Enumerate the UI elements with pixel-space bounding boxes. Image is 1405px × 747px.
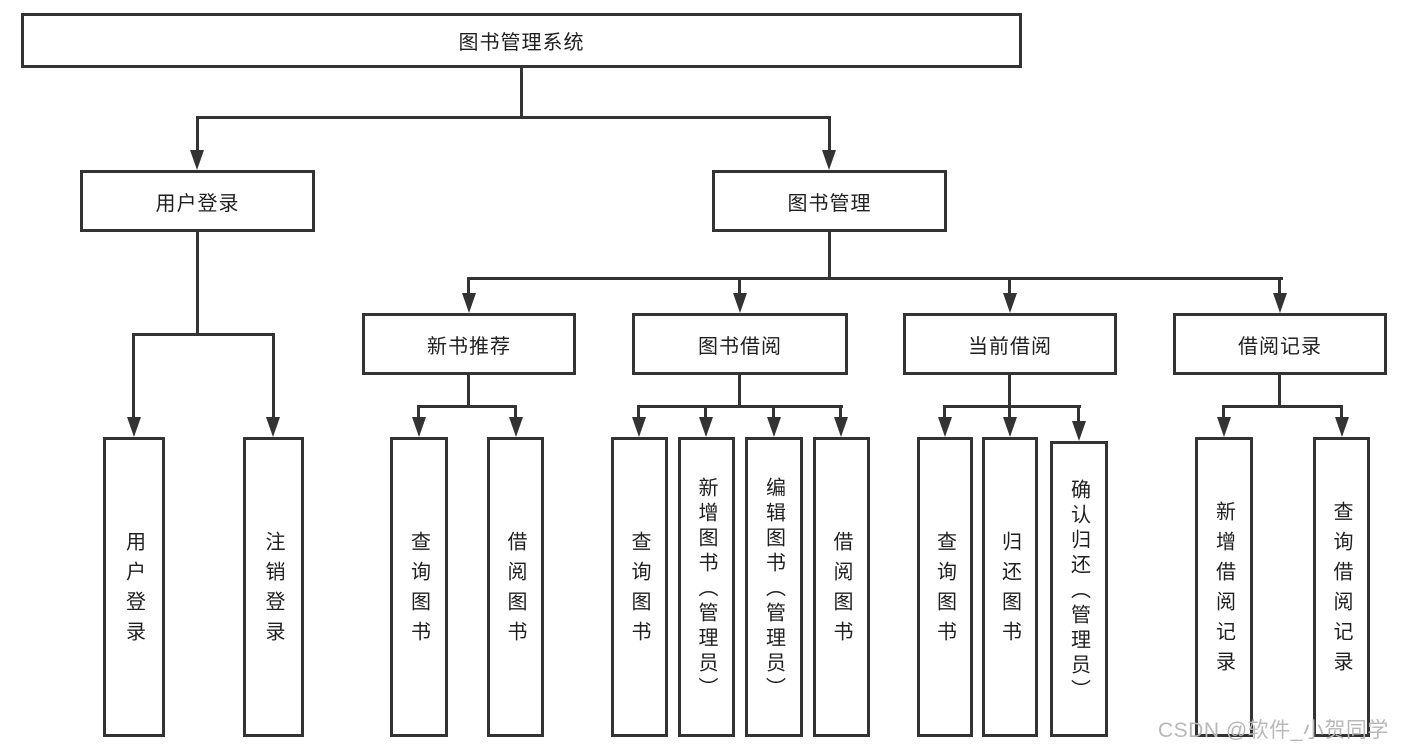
leaf-records-add: 新增借阅记录 <box>1195 437 1253 737</box>
arrowhead <box>127 417 141 437</box>
connector-root-stem <box>520 65 523 118</box>
connector-borrowing-rail <box>638 405 843 408</box>
connector-drop <box>704 405 707 419</box>
leaf-newbooks-query: 查询图书 <box>390 437 448 737</box>
connector-current-rail <box>944 405 1081 408</box>
arrowhead <box>822 150 836 170</box>
leaf-current-return: 归还图书 <box>982 437 1038 737</box>
arrowhead <box>1072 421 1086 441</box>
arrowhead <box>1217 417 1231 437</box>
leaf-borrowing-add-admin: 新增图书（管理员） <box>678 437 735 737</box>
connector-userlogin-rail <box>132 333 275 336</box>
connector-borrowing-stem <box>738 373 741 408</box>
connector-records-stem <box>1278 373 1281 408</box>
leaf-records-query: 查询借阅记录 <box>1313 437 1370 737</box>
leaf-logout: 注销登录 <box>243 437 304 737</box>
leaf-borrowing-edit-admin: 编辑图书（管理员） <box>745 437 803 737</box>
connector-drop <box>1008 405 1011 419</box>
csdn-watermark: CSDN @软件_小贺同学 <box>1158 719 1389 742</box>
connector-drop <box>1222 405 1225 419</box>
node-book-management: 图书管理 <box>712 170 947 232</box>
connector-userlogin-stem <box>196 230 199 336</box>
connector-drop <box>828 116 831 152</box>
arrowhead <box>834 417 848 437</box>
connector-bookmgmt-stem <box>828 230 831 280</box>
leaf-newbooks-borrow: 借阅图书 <box>487 437 544 737</box>
connector-drop <box>1077 405 1080 421</box>
connector-records-rail <box>1223 405 1343 408</box>
leaf-user-login: 用户登录 <box>103 437 165 737</box>
connector-bookmgmt-rail <box>468 277 1283 280</box>
connector-drop <box>132 333 135 418</box>
node-root: 图书管理系统 <box>21 13 1022 68</box>
arrowhead <box>412 417 426 437</box>
arrowhead <box>462 293 476 313</box>
arrowhead <box>266 417 280 437</box>
connector-drop <box>417 405 420 419</box>
connector-drop <box>467 277 470 295</box>
arrowhead <box>509 417 523 437</box>
leaf-borrowing-query: 查询图书 <box>611 437 668 737</box>
node-book-borrowing: 图书借阅 <box>632 313 848 375</box>
connector-current-stem <box>1008 373 1011 408</box>
connector-drop <box>637 405 640 419</box>
arrowhead <box>1003 417 1017 437</box>
connector-drop <box>1278 277 1281 295</box>
connector-drop <box>514 405 517 419</box>
leaf-borrowing-borrow: 借阅图书 <box>813 437 870 737</box>
arrowhead <box>1335 417 1349 437</box>
connector-root-rail <box>196 116 831 119</box>
leaf-current-confirm-return-admin: 确认归还（管理员） <box>1050 441 1108 737</box>
connector-drop <box>1008 277 1011 295</box>
connector-drop <box>839 405 842 419</box>
arrowhead <box>767 417 781 437</box>
connector-newbooks-stem <box>467 373 470 408</box>
arrowhead <box>1003 293 1017 313</box>
arrowhead <box>190 150 204 170</box>
node-user-login: 用户登录 <box>80 170 315 232</box>
connector-drop <box>738 277 741 295</box>
arrowhead <box>632 417 646 437</box>
arrowhead <box>733 293 747 313</box>
connector-drop <box>272 333 275 418</box>
arrowhead <box>699 417 713 437</box>
node-new-book-recommend: 新书推荐 <box>362 313 576 375</box>
connector-drop <box>943 405 946 419</box>
arrowhead <box>938 417 952 437</box>
connector-drop <box>772 405 775 419</box>
leaf-current-query: 查询图书 <box>917 437 973 737</box>
connector-drop <box>1340 405 1343 419</box>
connector-newbooks-rail <box>417 405 517 408</box>
node-loan-records: 借阅记录 <box>1173 313 1387 375</box>
arrowhead <box>1273 293 1287 313</box>
node-current-loans: 当前借阅 <box>903 313 1117 375</box>
connector-drop <box>196 116 199 152</box>
